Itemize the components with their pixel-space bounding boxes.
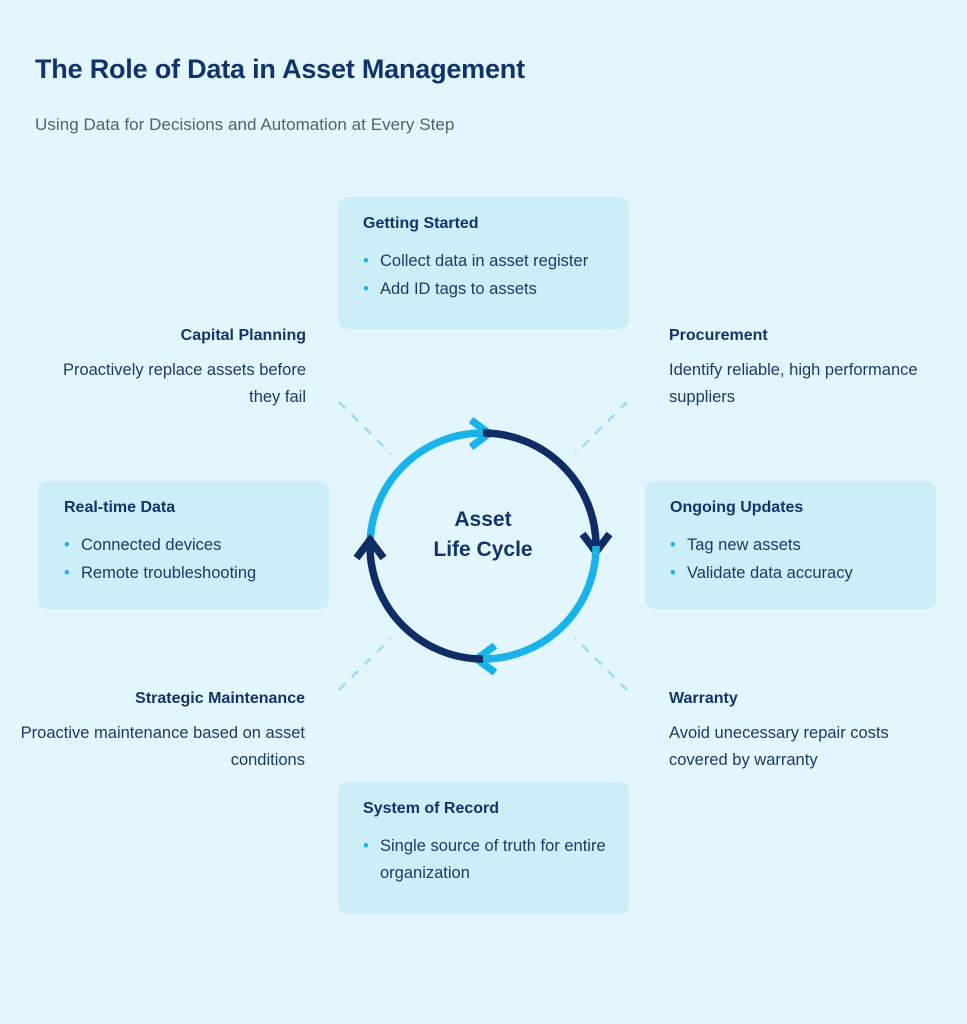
list-item-label: Remote troubleshooting bbox=[81, 563, 257, 582]
bullet-dot-icon: • bbox=[64, 536, 70, 554]
textblock-title: Capital Planning bbox=[180, 327, 306, 344]
list-item: • Add ID tags to assets bbox=[363, 276, 609, 303]
spoke-top-left-icon bbox=[338, 401, 392, 455]
bullet-dot-icon: • bbox=[363, 279, 369, 298]
list-item-label: Connected devices bbox=[81, 536, 222, 554]
card-system-of-record: System of Record • Single source of truth… bbox=[338, 782, 629, 914]
textblock-capital-planning: Capital Planning Proactively replace ass… bbox=[36, 327, 306, 412]
arc-bottom-left-navy bbox=[366, 545, 484, 663]
card-title: Getting Started bbox=[363, 215, 479, 232]
textblock-title: Strategic Maintenance bbox=[135, 690, 305, 707]
list-item: • Remote troubleshooting bbox=[64, 560, 309, 587]
textblock-body: Proactively replace assets before they f… bbox=[62, 361, 306, 407]
card-title: Ongoing Updates bbox=[670, 499, 804, 516]
card-title: System of Record bbox=[363, 800, 500, 817]
textblock-body: Proactive maintenance based on asset con… bbox=[20, 724, 305, 770]
card-bullet-list: • Tag new assets • Validate data accuracy bbox=[670, 532, 916, 586]
bullet-dot-icon: • bbox=[363, 252, 369, 270]
card-bullet-list: • Single source of truth for entire organ… bbox=[363, 833, 609, 886]
bullet-dot-icon: • bbox=[363, 837, 369, 855]
bullet-dot-icon: • bbox=[670, 536, 676, 554]
textblock-body: Identify reliable, high performance supp… bbox=[669, 361, 918, 407]
page-title: The Role of Data in Asset Management bbox=[35, 54, 525, 84]
list-item-label: Single source of truth for entire organi… bbox=[380, 837, 606, 882]
textblock-warranty: Warranty Avoid unecessary repair costs c… bbox=[669, 690, 949, 775]
card-title: Real-time Data bbox=[64, 499, 176, 516]
spoke-bottom-right-icon bbox=[574, 637, 628, 691]
spoke-top-right-icon bbox=[574, 401, 628, 455]
card-bullet-list: • Connected devices • Remote troubleshooti… bbox=[64, 532, 309, 586]
card-getting-started: Getting Started • Collect data in asset r… bbox=[338, 197, 629, 329]
bullet-dot-icon: • bbox=[670, 563, 676, 582]
arc-right-bottom-cyan bbox=[482, 545, 600, 663]
textblock-strategic-maintenance: Strategic Maintenance Proactive maintena… bbox=[20, 690, 305, 775]
textblock-title: Warranty bbox=[669, 690, 738, 707]
asset-life-cycle-diagram bbox=[327, 390, 639, 702]
bullet-dot-icon: • bbox=[64, 563, 70, 582]
arc-top-right-navy bbox=[482, 429, 600, 547]
arc-left-top-cyan bbox=[366, 429, 484, 547]
arrowhead-left-icon bbox=[353, 533, 387, 561]
list-item-label: Collect data in asset register bbox=[380, 252, 589, 270]
textblock-body: Avoid unecessary repair costs covered by… bbox=[669, 724, 889, 770]
spoke-dashed-lines bbox=[338, 401, 628, 691]
list-item: • Single source of truth for entire organ… bbox=[363, 833, 609, 886]
list-item: • Validate data accuracy bbox=[670, 560, 916, 587]
card-bullet-list: • Collect data in asset register • Add ID … bbox=[363, 248, 609, 302]
list-item: • Tag new assets bbox=[670, 532, 916, 559]
list-item: • Collect data in asset register bbox=[363, 248, 609, 275]
list-item: • Connected devices bbox=[64, 532, 309, 559]
textblock-procurement: Procurement Identify reliable, high perf… bbox=[669, 327, 949, 412]
page-subtitle: Using Data for Decisions and Automation … bbox=[35, 115, 455, 134]
textblock-title: Procurement bbox=[669, 327, 768, 344]
list-item-label: Tag new assets bbox=[687, 536, 801, 554]
spoke-bottom-left-icon bbox=[338, 637, 392, 691]
list-item-label: Add ID tags to assets bbox=[380, 279, 537, 298]
list-item-label: Validate data accuracy bbox=[687, 563, 853, 582]
card-ongoing-updates: Ongoing Updates • Tag new assets • Validat… bbox=[645, 481, 936, 609]
card-realtime-data: Real-time Data • Connected devices • Remot… bbox=[38, 481, 329, 609]
